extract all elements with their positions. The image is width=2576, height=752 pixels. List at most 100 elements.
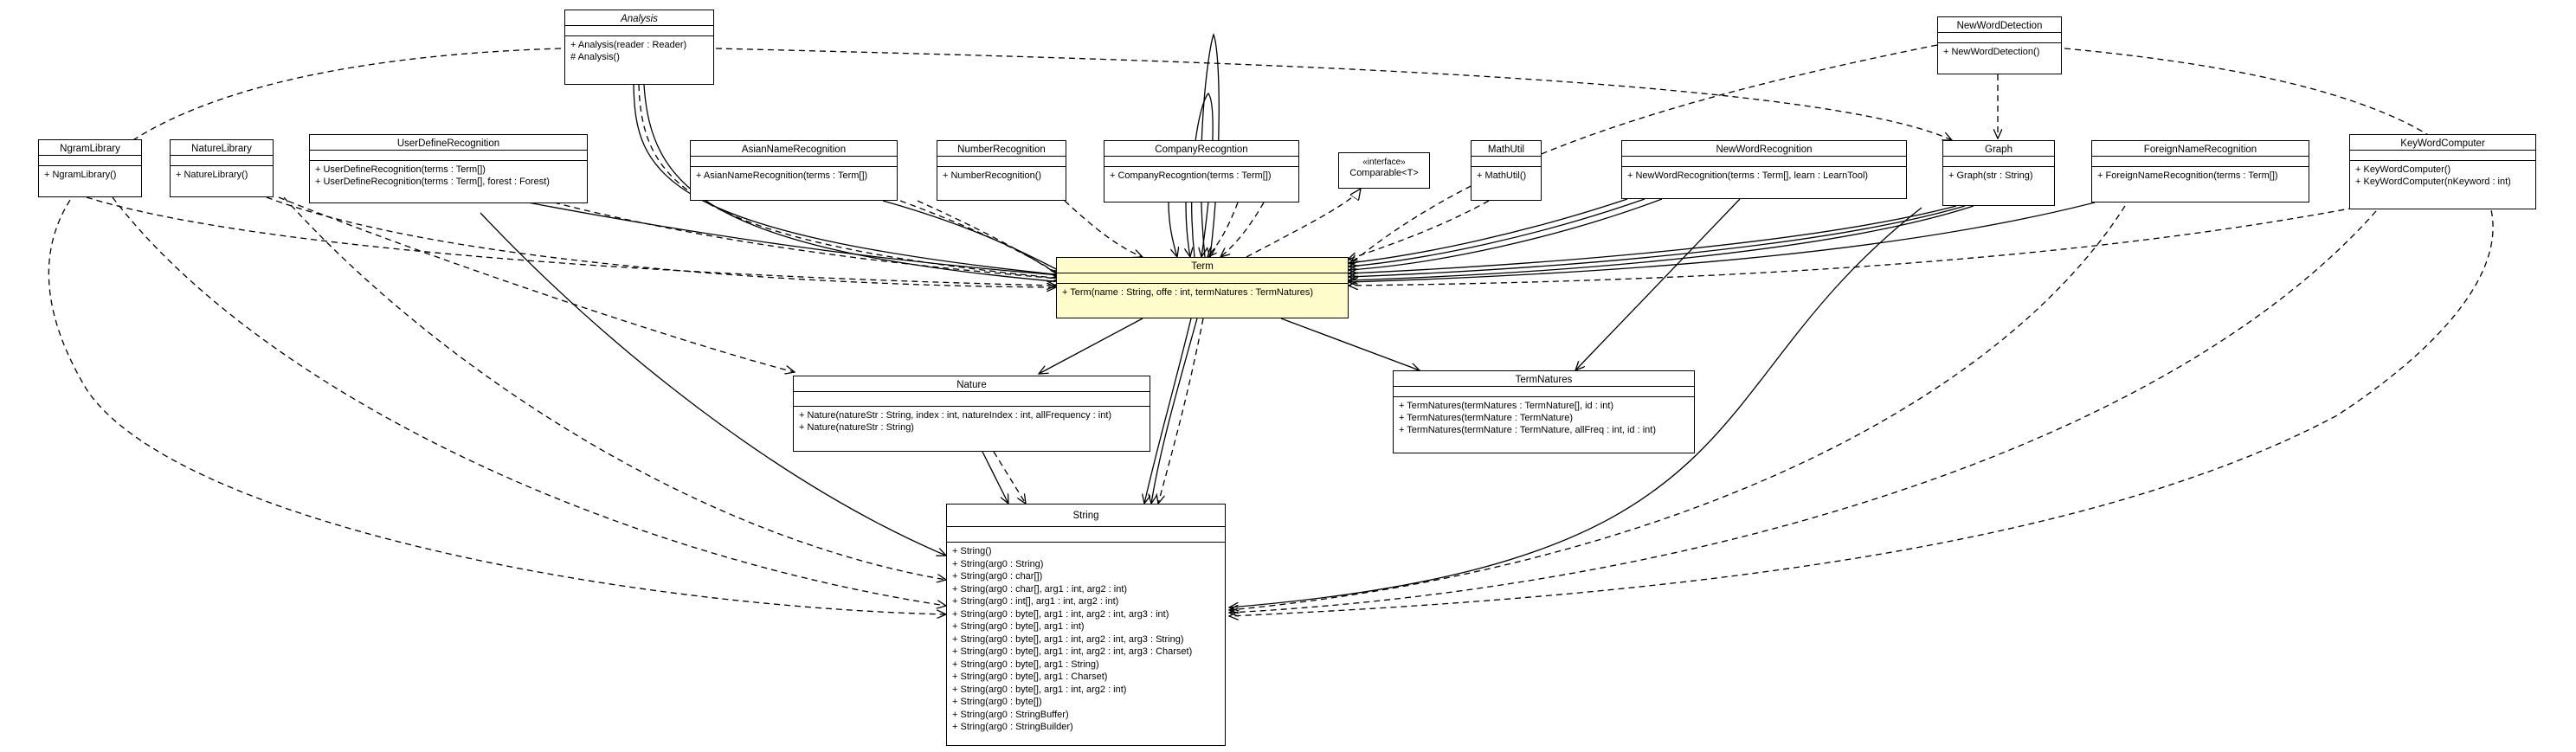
class-name: CompanyRecogntion: [1155, 145, 1248, 155]
operation: + Nature(natureStr : String): [799, 422, 914, 433]
attributes-compartment: [937, 156, 1066, 166]
operation: + UserDefineRecognition(terms : Term[], …: [315, 177, 550, 187]
operation: + Nature(natureStr : String, index : int…: [799, 410, 1112, 421]
edge-analysis-graph: [715, 48, 1952, 140]
edge-userdef-term: [527, 202, 1059, 275]
attributes-compartment: [1622, 156, 1906, 166]
edge-analysis-string: [48, 48, 946, 614]
attributes-compartment: [1104, 156, 1298, 166]
class-comparable-interface[interactable]: «interface» Comparable<T>: [1338, 152, 1430, 189]
class-math-util[interactable]: MathUtil + MathUtil(): [1471, 140, 1542, 201]
class-graph[interactable]: Graph + Graph(str : String): [1942, 140, 2055, 206]
edge-company-term-3: [1208, 202, 1239, 257]
operation: + TermNatures(termNatures : TermNature[]…: [1399, 401, 1614, 411]
operation: + String(arg0 : String): [952, 558, 1044, 569]
edge-graph-term-2: [1349, 205, 1966, 277]
operations-compartment: + UserDefineRecognition(terms : Term[]) …: [310, 160, 587, 190]
class-name: Term: [1191, 261, 1214, 272]
operations-compartment: + Term(name : String, offe : int, termNa…: [1057, 283, 1348, 301]
operations-compartment: + NewWordRecognition(terms : Term[], lea…: [1622, 166, 1906, 184]
operation: + String(arg0 : StringBuffer): [952, 709, 1069, 720]
operation: + String(arg0 : int[], arg1 : int, arg2 …: [952, 596, 1119, 607]
class-company-recognition[interactable]: CompanyRecogntion + CompanyRecogntion(te…: [1104, 140, 1299, 202]
operation: + MathUtil(): [1477, 170, 1527, 181]
operation: + String(arg0 : byte[]): [952, 697, 1042, 707]
operation: + AsianNameRecognition(terms : Term[]): [696, 170, 868, 181]
attributes-compartment: [310, 150, 587, 160]
operations-compartment: + AsianNameRecognition(terms : Term[]): [691, 166, 897, 184]
attributes-compartment: [947, 526, 1225, 542]
operations-compartment: + Analysis(reader : Reader) # Analysis(): [565, 35, 713, 66]
attributes-compartment: [2350, 150, 2535, 160]
class-user-define-recognition[interactable]: UserDefineRecognition + UserDefineRecogn…: [309, 134, 588, 203]
operation: + String(arg0 : byte[], arg1 : int, arg2…: [952, 633, 1184, 645]
class-name: AsianNameRecognition: [741, 145, 847, 155]
operations-compartment: + NumberRecognition(): [937, 166, 1066, 184]
edge-nature-string: [982, 451, 1008, 504]
operation: + TermNatures(termNature : TermNature, a…: [1399, 425, 1656, 435]
class-foreign-name-recognition[interactable]: ForeignNameRecognition + ForeignNameReco…: [2091, 140, 2309, 202]
edge-foreign-term: [1349, 202, 2096, 282]
edge-newwordrec-term-2: [1349, 198, 1645, 267]
class-analysis[interactable]: Analysis + Analysis(reader : Reader) # A…: [564, 10, 714, 85]
operation: + String(arg0 : byte[], arg1 : int, arg2…: [952, 608, 1169, 620]
class-ngram-library[interactable]: NgramLibrary + NgramLibrary(): [38, 139, 142, 197]
edge-asian-term-dep: [899, 200, 1063, 277]
edge-keyword-string: [1229, 210, 2377, 613]
edge-term-nature: [1039, 318, 1143, 374]
class-name: NatureLibrary: [191, 144, 252, 154]
edge-graph-term-3: [1349, 205, 1974, 280]
class-name: KeyWordComputer: [2400, 138, 2485, 149]
operation: + KeyWordComputer(): [2355, 164, 2451, 175]
attributes-compartment: [2092, 156, 2309, 166]
edge-term-string-2: [1144, 318, 1192, 504]
edge-term-string: [1151, 318, 1198, 504]
operation: + String(arg0 : byte[], arg1 : int, arg2…: [952, 684, 1127, 695]
class-new-word-recognition[interactable]: NewWordRecognition + NewWordRecognition(…: [1621, 140, 1907, 199]
class-nature[interactable]: Nature + Nature(natureStr : String, inde…: [793, 376, 1150, 452]
operation: + String(arg0 : byte[], arg1 : String): [952, 659, 1099, 670]
operation: + String(arg0 : StringBuilder): [952, 722, 1073, 732]
class-string[interactable]: String + String() + String(arg0 : String…: [946, 504, 1226, 746]
class-number-recognition[interactable]: NumberRecognition + NumberRecognition(): [937, 140, 1066, 201]
class-new-word-detection[interactable]: NewWordDetection + NewWordDetection(): [1937, 16, 2062, 74]
operations-compartment: + ForeignNameRecognition(terms : Term[]): [2092, 166, 2309, 184]
class-asian-name-recognition[interactable]: AsianNameRecognition + AsianNameRecognit…: [690, 140, 898, 201]
attributes-compartment: [1938, 32, 2061, 42]
attributes-compartment: [691, 156, 897, 166]
class-name: TermNatures: [1515, 375, 1573, 385]
class-name: Analysis: [621, 14, 658, 24]
edge-newwordrec-term: [1349, 198, 1628, 263]
operations-compartment: + CompanyRecogntion(terms : Term[]): [1104, 166, 1298, 184]
operation: + String(): [952, 546, 992, 556]
edge-company-term: [1168, 202, 1177, 257]
edge-nature-string-dep: [993, 451, 1026, 504]
operation: # Analysis(): [570, 52, 620, 62]
edge-term-string-dep: [1158, 318, 1204, 504]
class-keyword-computer[interactable]: KeyWordComputer + KeyWordComputer() + Ke…: [2349, 134, 2536, 209]
class-name: NewWordDetection: [1956, 21, 2043, 31]
edge-asian-term: [882, 200, 1063, 273]
edge-newwordrec-term-3: [1349, 198, 1663, 270]
operations-compartment: + String() + String(arg0 : String) + Str…: [947, 542, 1225, 736]
edge-userdef-term-dep: [553, 202, 1059, 279]
class-name: UserDefineRecognition: [396, 138, 500, 149]
operation: + CompanyRecogntion(terms : Term[]): [1110, 170, 1272, 181]
edge-asian-term-dep2: [917, 200, 1066, 280]
operation: + String(arg0 : char[]): [952, 571, 1043, 582]
operations-compartment: + Nature(natureStr : String, index : int…: [794, 406, 1150, 436]
edge-newwordrec-termnatures: [1575, 198, 1741, 370]
class-term[interactable]: Term + Term(name : String, offe : int, t…: [1056, 257, 1349, 318]
operation: + NewWordDetection(): [1943, 47, 2040, 57]
class-name: NumberRecognition: [957, 145, 1046, 155]
edge-foreign-string: [1229, 205, 2126, 610]
class-term-natures[interactable]: TermNatures + TermNatures(termNatures : …: [1393, 370, 1695, 453]
operations-compartment: + TermNatures(termNatures : TermNature[]…: [1394, 396, 1694, 439]
edge-naturelib-nature: [278, 196, 795, 372]
class-nature-library[interactable]: NatureLibrary + NatureLibrary(): [170, 139, 274, 197]
class-name: ForeignNameRecognition: [2143, 145, 2257, 155]
edge-newworddet-term: [1350, 44, 1938, 264]
attributes-compartment: [1472, 156, 1541, 166]
operation: + NgramLibrary(): [44, 170, 117, 180]
